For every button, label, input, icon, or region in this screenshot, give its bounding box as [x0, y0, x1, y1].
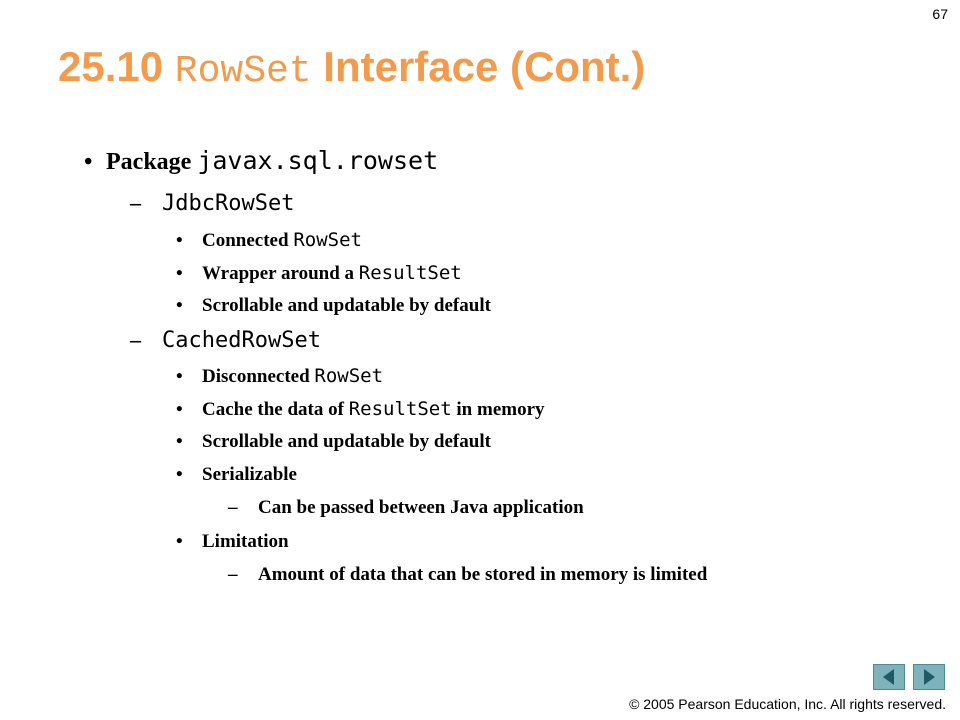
item-code: RowSet — [314, 365, 384, 387]
item-text: Scrollable and updatable by default — [202, 295, 491, 316]
item-text: Cache the data of — [202, 399, 344, 420]
title-text: Interface (Cont.) — [323, 43, 646, 90]
dash-marker: – — [228, 564, 238, 585]
bullet-marker: • — [176, 263, 183, 284]
title-number: 25.10 — [58, 43, 164, 90]
bullet-marker: • — [176, 230, 183, 251]
dash-marker: – — [130, 190, 141, 215]
dash-marker: – — [130, 327, 141, 352]
left-triangle-icon — [883, 669, 894, 685]
list-item: • Limitation — [176, 531, 289, 553]
cached-rowset-name: CachedRowSet — [162, 328, 321, 353]
item-text: Amount of data that can be stored in mem… — [258, 564, 708, 585]
package-code: javax.sql.rowset — [197, 146, 439, 175]
jdbc-rowset-item: –JdbcRowSet — [130, 190, 294, 216]
item-text: Limitation — [202, 531, 289, 552]
previous-slide-button[interactable] — [873, 664, 905, 690]
package-label: Package — [106, 149, 192, 175]
item-suffix: in memory — [456, 399, 545, 420]
bullet-marker: • — [176, 431, 183, 452]
bullet-marker: • — [176, 399, 183, 420]
item-text: Connected — [202, 230, 289, 251]
list-item: • Serializable — [176, 464, 297, 486]
bullet-marker: • — [176, 366, 183, 387]
sub-list-item: –Can be passed between Java application — [228, 497, 584, 519]
item-code: ResultSet — [348, 398, 452, 420]
list-item: • Disconnected RowSet — [176, 365, 383, 388]
item-text: Scrollable and updatable by default — [202, 431, 491, 452]
next-slide-button[interactable] — [913, 664, 945, 690]
bullet-marker: • — [176, 295, 183, 316]
item-code: ResultSet — [358, 262, 462, 284]
list-item: • Scrollable and updatable by default — [176, 431, 491, 453]
item-text: Wrapper around a — [202, 263, 355, 284]
list-item: • Scrollable and updatable by default — [176, 295, 491, 317]
list-item: • Wrapper around a ResultSet — [176, 262, 462, 285]
jdbc-rowset-name: JdbcRowSet — [162, 191, 295, 216]
list-item: • Cache the data of ResultSet in memory — [176, 398, 545, 421]
bullet-marker: • — [176, 464, 183, 485]
item-text: Can be passed between Java application — [258, 497, 584, 518]
sub-list-item: –Amount of data that can be stored in me… — [228, 564, 707, 586]
list-item: • Connected RowSet — [176, 229, 362, 252]
package-bullet-item: • Package javax.sql.rowset — [84, 146, 438, 176]
item-text: Disconnected — [202, 366, 310, 387]
title-code: RowSet — [174, 50, 312, 93]
bullet-marker: • — [84, 149, 93, 175]
item-text: Serializable — [202, 464, 297, 485]
slide-title: 25.10 RowSet Interface (Cont.) — [58, 42, 645, 97]
dash-marker: – — [228, 497, 238, 518]
right-triangle-icon — [924, 669, 935, 685]
copyright-footer: © 2005 Pearson Education, Inc. All right… — [629, 696, 946, 712]
slide-number: 67 — [932, 6, 948, 22]
bullet-marker: • — [176, 531, 183, 552]
cached-rowset-item: –CachedRowSet — [130, 327, 321, 353]
item-code: RowSet — [293, 229, 362, 251]
